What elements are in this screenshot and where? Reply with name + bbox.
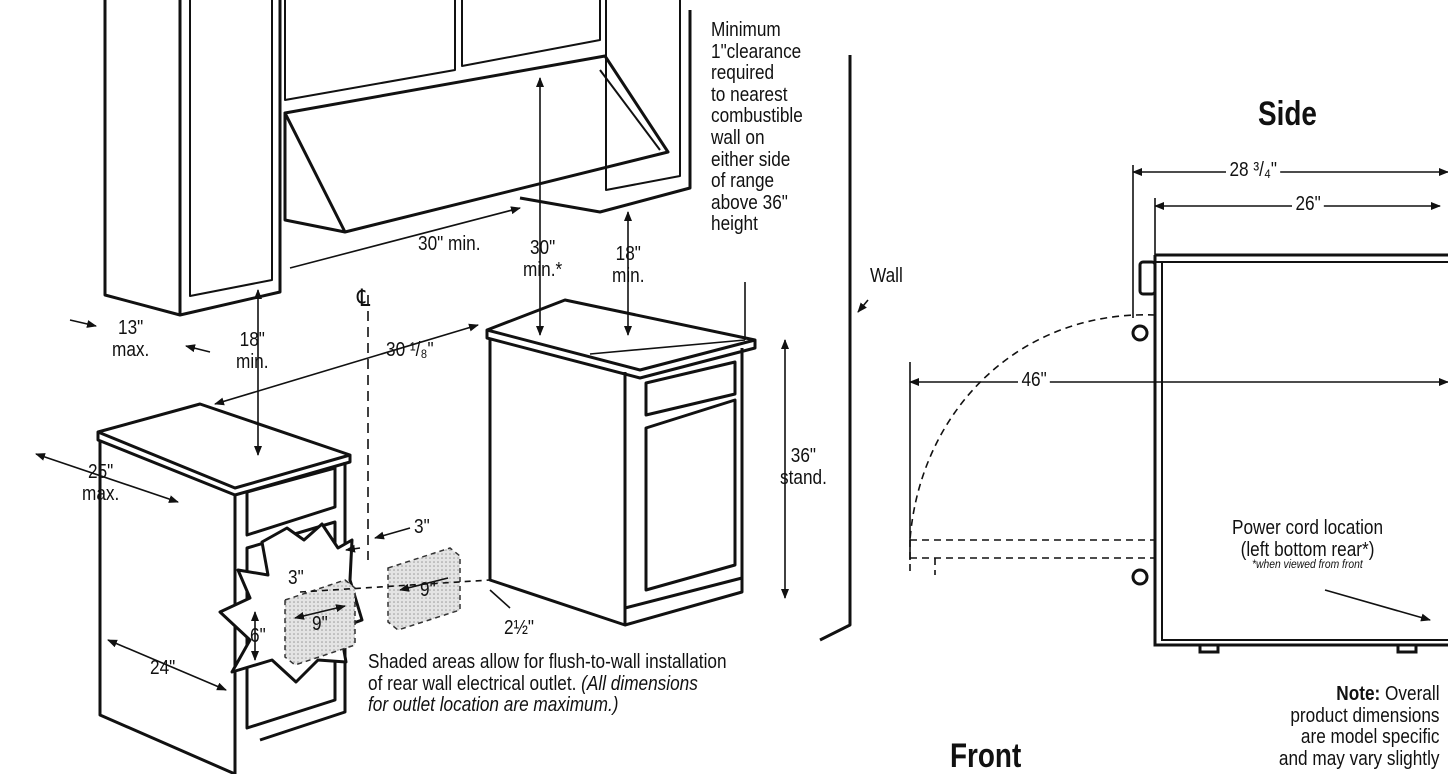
side-view-range <box>1131 253 1448 654</box>
note-line: product dimensions <box>1290 704 1440 727</box>
clearance-note: Minimum 1"clearance required to nearest … <box>711 19 803 236</box>
clearance-line: 1"clearance <box>711 40 802 63</box>
power-cord-line: (left bottom rear*) <box>1240 538 1375 561</box>
clearance-line: above 36" <box>711 191 788 214</box>
dim-text: min. <box>612 264 645 287</box>
dim-24: 24" <box>150 657 176 679</box>
dim-text: min. <box>236 350 269 373</box>
dim-text: stand. <box>780 466 827 489</box>
clearance-line: height <box>711 213 758 236</box>
note-line: of rear wall electrical outlet. (All dim… <box>368 672 727 696</box>
dim-9-left: 9" <box>312 613 328 635</box>
dim-text: 30" <box>529 237 556 259</box>
clearance-line: required <box>711 62 775 85</box>
dim-text: 18" <box>239 329 265 351</box>
dim-28-34: 28 ³/₄" <box>1226 159 1281 182</box>
dim-text: 25" <box>88 461 114 483</box>
dim-text: 18" <box>615 243 641 265</box>
dim-6: 6" <box>250 625 266 647</box>
dim-25-max: 25" max. <box>82 461 120 505</box>
note-line: and may vary slightly <box>1278 747 1440 770</box>
outlet-areas <box>284 547 461 666</box>
footnote: *when viewed from front <box>1252 557 1363 571</box>
clearance-line: either side <box>711 148 791 171</box>
centerline-symbol: ℄ <box>357 285 371 312</box>
dim-30-min-height: 30" min.* <box>523 237 563 281</box>
note-line: are model specific <box>1300 726 1440 749</box>
overall-note: Note: Overall product dimensions are mod… <box>1240 683 1440 770</box>
note-line: for outlet location are maximum.) <box>368 694 619 717</box>
dim-18-min-left: 18" min. <box>236 329 269 373</box>
dim-text: max. <box>82 482 120 505</box>
shaded-note: Shaded areas allow for flush-to-wall ins… <box>368 651 727 717</box>
dim-26: 26" <box>1292 193 1325 216</box>
dim-text: max. <box>112 338 150 361</box>
power-cord-label: Power cord location (left bottom rear*) <box>1232 517 1384 561</box>
note-line: Note: Overall <box>1240 683 1440 706</box>
note-text: Overall <box>1380 683 1440 705</box>
wall-label: Wall <box>870 265 903 287</box>
range-hood <box>283 54 670 234</box>
dim-18-min-right: 18" min. <box>612 243 645 287</box>
wall-line <box>819 55 852 642</box>
clearance-line: Minimum <box>711 19 781 41</box>
dim-text: 13" <box>118 317 144 339</box>
dim-30-min-width: 30" min. <box>418 233 481 255</box>
power-cord-line: Power cord location <box>1232 517 1384 539</box>
dim-2-half: 2½" <box>504 617 535 639</box>
clearance-line: of range <box>711 170 775 193</box>
clearance-line: to nearest <box>711 83 788 106</box>
dim-13-max: 13" max. <box>112 317 150 361</box>
clearance-line: combustible <box>711 105 803 128</box>
dim-9-right: 9" <box>420 579 436 601</box>
upper-cabinet-left <box>103 0 282 317</box>
dim-36-stand: 36" stand. <box>780 445 827 489</box>
dim-30-18: 30 ¹/₈" <box>386 339 434 361</box>
dim-3-top: 3" <box>414 516 430 538</box>
dim-text: 36" <box>790 445 817 467</box>
note-line: Shaded areas allow for flush-to-wall ins… <box>368 651 727 673</box>
dim-46: 46" <box>1018 369 1051 392</box>
clearance-line: wall on <box>711 126 765 149</box>
upper-cabinet-center <box>278 0 692 214</box>
range-front <box>485 298 757 627</box>
door-swing <box>909 314 1156 541</box>
dim-text: min.* <box>523 258 563 281</box>
note-text: of rear wall electrical outlet. <box>368 672 582 695</box>
dim-3-left: 3" <box>288 567 304 589</box>
side-view-title: Side <box>1258 95 1317 133</box>
note-text-italic: (All dimensions <box>581 672 698 695</box>
front-view-title: Front <box>950 737 1022 775</box>
note-bold: Note: <box>1336 683 1381 705</box>
